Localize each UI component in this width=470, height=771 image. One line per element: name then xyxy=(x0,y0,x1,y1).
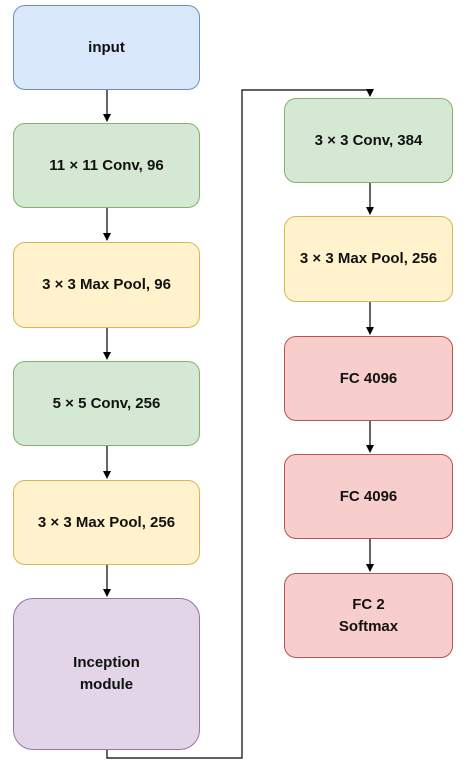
node-pool1: 3 × 3 Max Pool, 96 xyxy=(13,242,200,328)
node-conv5-label: 5 × 5 Conv, 256 xyxy=(52,394,161,412)
node-conv5: 5 × 5 Conv, 256 xyxy=(13,361,200,446)
node-input: input xyxy=(13,5,200,90)
node-inception: Inception module xyxy=(13,598,200,750)
node-pool2: 3 × 3 Max Pool, 256 xyxy=(13,480,200,565)
node-fc2-label: FC 4096 xyxy=(339,487,398,505)
node-conv11: 11 × 11 Conv, 96 xyxy=(13,123,200,208)
node-inception-label: Inception module xyxy=(73,654,140,693)
node-fc1-label: FC 4096 xyxy=(339,369,398,387)
node-fc3-label: FC 2 Softmax xyxy=(338,595,399,635)
node-fc1: FC 4096 xyxy=(284,336,453,421)
node-pool1-label: 3 × 3 Max Pool, 96 xyxy=(42,276,171,293)
node-pool2-label: 3 × 3 Max Pool, 256 xyxy=(37,513,176,531)
node-input-label: input xyxy=(88,38,125,56)
node-conv3-label: 3 × 3 Conv, 384 xyxy=(314,131,423,149)
node-pool3: 3 × 3 Max Pool, 256 xyxy=(284,216,453,302)
node-conv3: 3 × 3 Conv, 384 xyxy=(284,98,453,183)
arrow-inception-conv3 xyxy=(106,89,374,759)
node-pool3-label: 3 × 3 Max Pool, 256 xyxy=(299,250,438,267)
node-fc3: FC 2 Softmax xyxy=(284,573,453,658)
node-fc2: FC 4096 xyxy=(284,454,453,539)
node-conv11-label: 11 × 11 Conv, 96 xyxy=(49,156,164,174)
